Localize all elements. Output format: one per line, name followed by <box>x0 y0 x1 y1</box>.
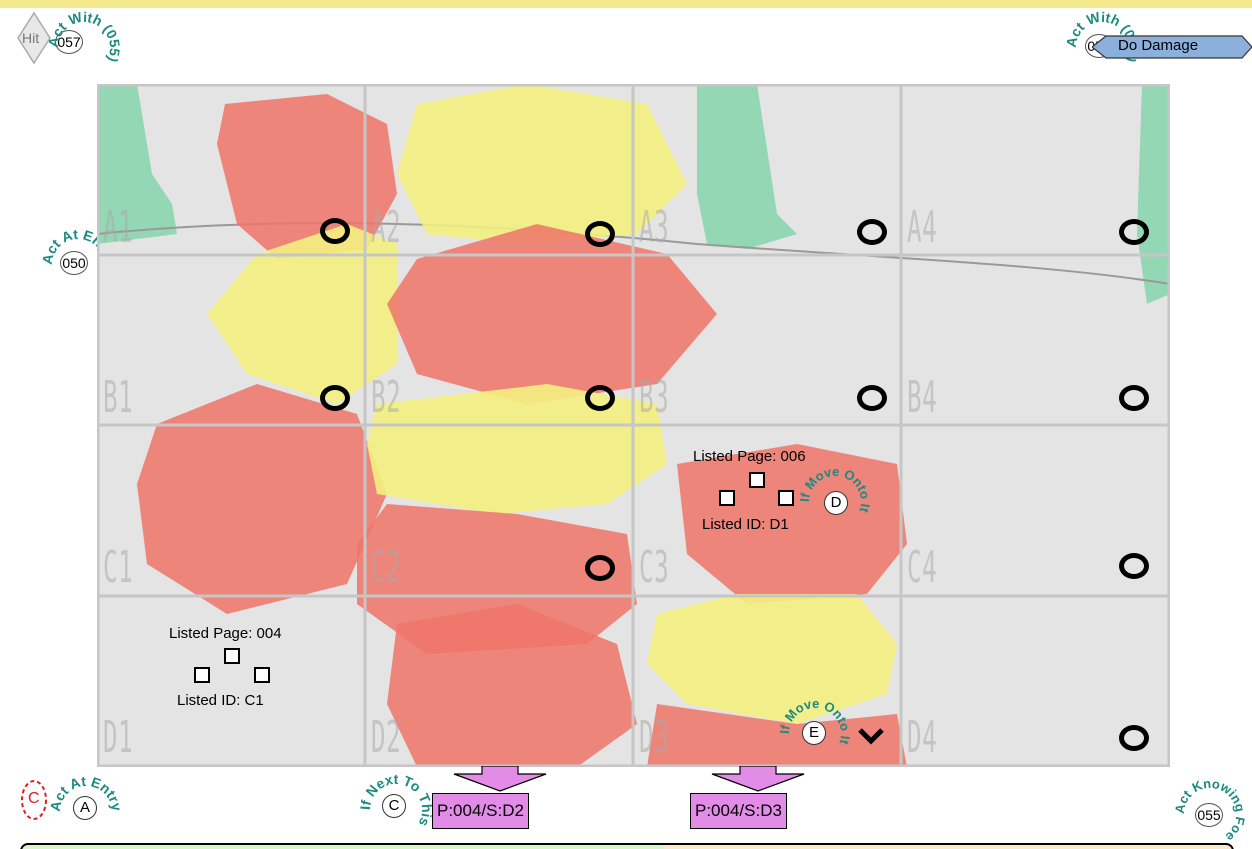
ability-number-050[interactable]: 050 <box>60 251 88 275</box>
map-terrain <box>97 84 1170 767</box>
spawn-slot-d1-right[interactable] <box>254 667 270 683</box>
act-with-arc-icon: Act With (055) <box>44 8 122 82</box>
move-point-d4[interactable] <box>1119 725 1149 751</box>
spawn-d1-id: Listed ID: C1 <box>177 692 264 709</box>
exit-p004-d3[interactable]: P:004/S:D3 <box>690 793 787 829</box>
bottom-panel <box>20 843 1234 849</box>
cell-label-a3: A3 <box>639 202 669 253</box>
cell-label-d2: D2 <box>371 712 401 763</box>
cell-label-c4: C4 <box>907 542 937 593</box>
move-point-a3[interactable] <box>857 219 887 245</box>
token-e[interactable]: E <box>802 721 826 745</box>
spawn-slot-d1-top[interactable] <box>224 648 240 664</box>
move-point-a4[interactable] <box>1119 219 1149 245</box>
ability-number-055[interactable]: 055 <box>1195 803 1223 827</box>
move-point-a1[interactable] <box>320 218 350 244</box>
move-point-c4[interactable] <box>1119 553 1149 579</box>
cell-label-b4: B4 <box>907 372 937 423</box>
battle-map[interactable]: A1 A2 A3 A4 B1 B2 B3 B4 C1 C2 C3 C4 D1 D… <box>97 84 1170 767</box>
move-point-b2[interactable] <box>585 385 615 411</box>
spawn-d1-page: Listed Page: 004 <box>169 625 282 642</box>
spawn-slot-c3-top[interactable] <box>749 472 765 488</box>
svg-text:Act With (055): Act With (055) <box>45 8 122 64</box>
cell-label-c3: C3 <box>639 542 669 593</box>
spawn-slot-c3-right[interactable] <box>778 490 794 506</box>
move-point-b3[interactable] <box>857 385 887 411</box>
cell-label-a2: A2 <box>371 202 401 253</box>
chevron-down-icon[interactable] <box>857 726 885 746</box>
spawn-slot-d1-left[interactable] <box>194 667 210 683</box>
token-d[interactable]: D <box>824 491 848 515</box>
cell-label-b1: B1 <box>103 372 133 423</box>
move-point-c2[interactable] <box>585 555 615 581</box>
spawn-c3-id: Listed ID: D1 <box>702 516 789 533</box>
exit-p004-d2[interactable]: P:004/S:D2 <box>432 793 529 829</box>
cell-label-d4: D4 <box>907 712 937 763</box>
cell-label-d1: D1 <box>103 712 133 763</box>
top-banner <box>0 0 1252 8</box>
spawn-slot-c3-left[interactable] <box>719 490 735 506</box>
cell-label-c2: C2 <box>371 542 401 593</box>
arc-text-057: Act With (055) <box>45 8 122 64</box>
cell-label-c1: C1 <box>103 542 133 593</box>
cell-label-b2: B2 <box>371 372 401 423</box>
cell-label-d3: D3 <box>639 712 669 763</box>
entry-marker-label: C <box>28 790 40 808</box>
exit-arrow-icon <box>452 766 548 792</box>
cell-label-a1: A1 <box>103 202 133 253</box>
token-c[interactable]: C <box>382 794 406 818</box>
exit-arrow-icon <box>710 766 806 792</box>
move-point-b1[interactable] <box>320 385 350 411</box>
spawn-c3-page: Listed Page: 006 <box>693 448 806 465</box>
hit-label: Hit <box>22 30 39 46</box>
token-a[interactable]: A <box>73 796 97 820</box>
move-point-b4[interactable] <box>1119 385 1149 411</box>
move-point-a2[interactable] <box>585 221 615 247</box>
cell-label-b3: B3 <box>639 372 669 423</box>
do-damage-label: Do Damage <box>1118 37 1198 54</box>
cell-label-a4: A4 <box>907 202 937 253</box>
